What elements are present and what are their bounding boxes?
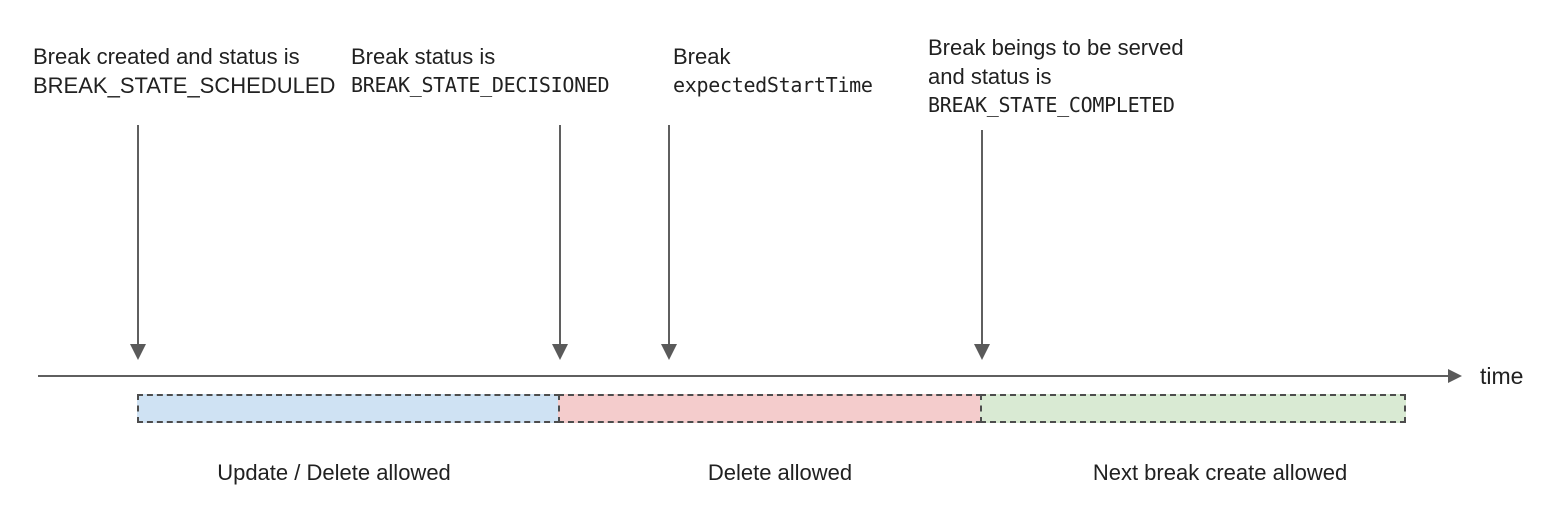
arrow-down-scheduled-icon <box>130 125 146 360</box>
arrow-down-expected-start-icon <box>661 125 677 360</box>
annotation-expected-start-time-field: expectedStartTime <box>673 73 873 97</box>
segment-update-delete-allowed <box>137 394 560 423</box>
annotation-break-scheduled-line-1: Break created and status is <box>33 44 300 69</box>
annotation-break-decisioned-line-1: Break status is <box>351 44 496 69</box>
annotation-break-completed-line-2: and status is <box>928 64 1052 89</box>
annotation-expected-start-time-line-1: Break <box>673 44 731 69</box>
annotation-break-scheduled: Break created and status is BREAK_STATE_… <box>33 42 335 100</box>
annotation-break-scheduled-state-constant: BREAK_STATE_SCHEDULED <box>33 73 336 98</box>
arrow-down-completed-icon <box>974 130 990 360</box>
annotation-break-completed-line-1: Break beings to be served <box>928 35 1184 60</box>
time-axis-arrowhead-icon <box>1448 369 1462 383</box>
segment-label-next-break-create-allowed: Next break create allowed <box>1092 460 1348 485</box>
segment-next-break-create-allowed <box>980 394 1406 423</box>
annotation-break-decisioned: Break status is BREAK_STATE_DECISIONED <box>351 42 610 100</box>
time-axis-line <box>38 375 1448 377</box>
segment-delete-allowed <box>558 394 982 423</box>
time-axis-label: time <box>1480 363 1524 389</box>
annotation-break-completed: Break beings to be served and status is … <box>928 33 1184 120</box>
annotation-break-completed-state-constant: BREAK_STATE_COMPLETED <box>928 93 1175 117</box>
segment-label-update-delete-allowed: Update / Delete allowed <box>217 460 451 485</box>
annotation-break-decisioned-state-constant: BREAK_STATE_DECISIONED <box>351 73 610 97</box>
annotation-expected-start-time: Break expectedStartTime <box>673 42 873 100</box>
segment-label-delete-allowed: Delete allowed <box>707 460 853 485</box>
arrow-down-decisioned-icon <box>552 125 568 360</box>
phase-bar <box>137 394 1406 423</box>
